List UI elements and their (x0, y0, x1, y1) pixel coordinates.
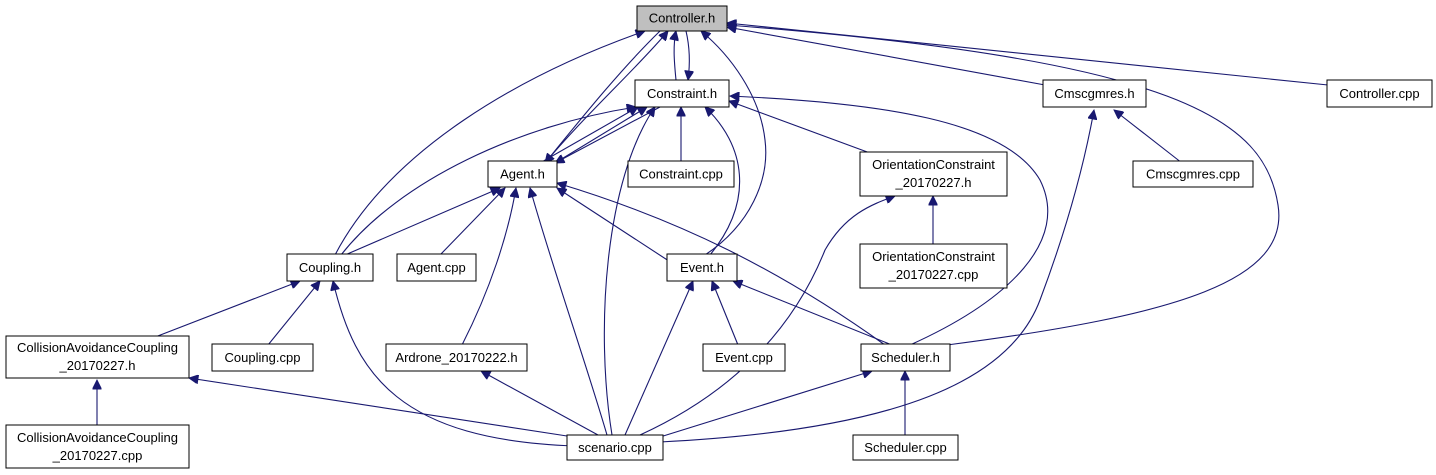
edge-scenario-to-collision (189, 378, 568, 437)
edge-eventcpp-to-event (712, 281, 739, 346)
node-collision-avoidance-coupling-h[interactable]: CollisionAvoidanceCoupling _20170227.h (5, 335, 190, 379)
node-orientation-constraint-cpp[interactable]: OrientationConstraint _20170227.cpp (859, 243, 1008, 289)
node-label: CollisionAvoidanceCoupling (17, 340, 178, 355)
edge-coupling-to-agent (344, 188, 500, 256)
node-scenario-cpp[interactable]: scenario.cpp (566, 434, 664, 461)
edge-event-to-agent (557, 188, 676, 266)
node-cmscgmres-cpp[interactable]: Cmscgmres.cpp (1132, 160, 1254, 188)
node-label: Ardrone_20170222.h (395, 350, 517, 365)
node-coupling-h[interactable]: Coupling.h (286, 253, 374, 282)
node-label: Coupling.h (299, 260, 361, 275)
node-cmscgmres-h[interactable]: Cmscgmres.h (1042, 79, 1147, 108)
dependency-edges (97, 23, 1329, 447)
node-label: Cmscgmres.cpp (1146, 167, 1240, 182)
edge-cmscgmrescpp-to-cmscgmres (1114, 110, 1183, 164)
edge-coupling-to-constraint (340, 107, 636, 256)
edge-collision-to-coupling (149, 281, 300, 340)
edge-event-to-constraint (705, 107, 741, 256)
edge-scenario-to-coupling (333, 281, 576, 447)
edge-scenario-to-orientation (639, 196, 895, 436)
node-label: Scheduler.cpp (864, 440, 946, 455)
edge-agent2-to-constraint (554, 107, 647, 164)
node-scheduler-h[interactable]: Scheduler.h (860, 343, 951, 372)
node-constraint-cpp[interactable]: Constraint.cpp (627, 160, 735, 188)
node-label: Scheduler.h (871, 350, 940, 365)
node-agent-cpp[interactable]: Agent.cpp (396, 253, 477, 282)
edge-scheduler-to-agent (557, 183, 886, 346)
node-label: Agent.cpp (407, 260, 466, 275)
edge-constraint-to-controller (674, 31, 676, 81)
edge-ardrone-to-agent (461, 188, 516, 346)
node-label: scenario.cpp (578, 440, 652, 455)
edge-controller-back-constraint (686, 30, 689, 80)
node-event-h[interactable]: Event.h (666, 253, 738, 282)
node-coupling-cpp[interactable]: Coupling.cpp (211, 343, 314, 372)
node-label: OrientationConstraint (872, 157, 995, 172)
edge-coupling-to-controller (334, 31, 645, 256)
node-label: Cmscgmres.h (1054, 86, 1134, 101)
node-ardrone-h[interactable]: Ardrone_20170222.h (385, 343, 528, 372)
node-label: Constraint.cpp (639, 167, 723, 182)
node-label: Constraint.h (647, 86, 717, 101)
node-label: Agent.h (500, 167, 545, 182)
edge-orientation-to-constraint (729, 101, 871, 154)
edge-controller-back-agent (545, 30, 661, 163)
node-label: _20170227.cpp (888, 267, 979, 282)
edge-scenario-to-ardrone (481, 371, 599, 436)
edge-event-to-controller (701, 31, 767, 256)
node-orientation-constraint-h[interactable]: OrientationConstraint _20170227.h (859, 151, 1008, 197)
edge-agentcpp-to-agent (439, 188, 505, 256)
edge-scheduler-to-controller (727, 25, 1280, 346)
node-label: _20170227.h (895, 175, 972, 190)
edge-agent-to-constraint (539, 107, 638, 164)
edge-scenario-to-cmscgmres (659, 110, 1094, 443)
node-label: _20170227.h (59, 358, 136, 373)
node-label: _20170227.cpp (52, 448, 143, 463)
edge-scenario-to-constraint (603, 107, 655, 436)
node-label: Controller.cpp (1339, 86, 1419, 101)
node-constraint-h[interactable]: Constraint.h (634, 79, 730, 108)
node-label: Event.h (680, 260, 724, 275)
edge-scenario-to-scheduler (659, 371, 872, 438)
edge-scenario-to-event (624, 281, 693, 436)
edge-scheduler-to-constraint (730, 96, 1049, 346)
edge-constraint-back-agent (555, 106, 661, 164)
node-label: Controller.h (649, 11, 715, 26)
edge-cmscgmres-to-controller (727, 27, 1046, 86)
edge-couplingcpp-to-coupling (267, 281, 320, 346)
edge-scenario-to-agent (530, 188, 608, 436)
node-label: OrientationConstraint (872, 249, 995, 264)
node-controller-cpp[interactable]: Controller.cpp (1326, 79, 1433, 108)
node-scheduler-cpp[interactable]: Scheduler.cpp (852, 434, 959, 461)
node-label: Event.cpp (715, 350, 773, 365)
node-event-cpp[interactable]: Event.cpp (702, 343, 786, 372)
node-label: CollisionAvoidanceCoupling (17, 430, 178, 445)
node-controller-h[interactable]: Controller.h (636, 5, 728, 32)
edge-agent-to-controller (544, 31, 668, 164)
node-collision-avoidance-coupling-cpp[interactable]: CollisionAvoidanceCoupling _20170227.cpp (5, 424, 190, 469)
node-label: Coupling.cpp (225, 350, 301, 365)
edge-scheduler-to-event (733, 281, 893, 346)
node-agent-h[interactable]: Agent.h (487, 160, 558, 188)
